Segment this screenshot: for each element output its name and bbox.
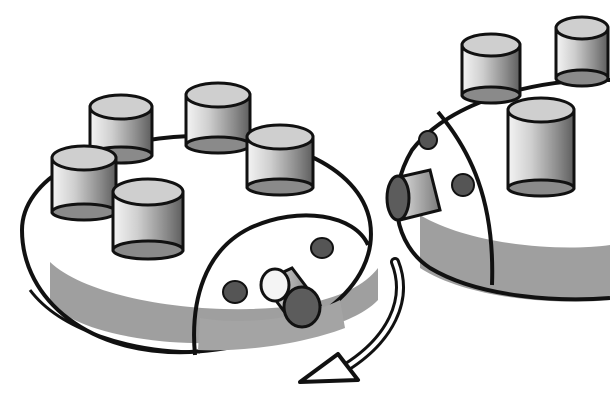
right-hub-cylinder [508,98,574,196]
left-hub-cylinder [113,179,183,259]
left-hub [22,83,378,355]
right-hub-hole [452,174,474,196]
left-hub-cylinder [247,125,313,195]
left-hub-cylinder [186,83,250,153]
right-hub-side-port [387,170,440,220]
left-hub-segment-shadow [198,300,345,350]
right-hub [387,17,610,302]
left-hub-hole [311,238,333,258]
left-hub-cylinder [52,146,116,220]
right-hub-cylinder [556,17,608,86]
right-hub-cylinder [462,34,520,103]
right-hub-shadow [420,215,610,302]
left-hub-hole [223,281,247,303]
right-hub-hole [419,131,437,149]
